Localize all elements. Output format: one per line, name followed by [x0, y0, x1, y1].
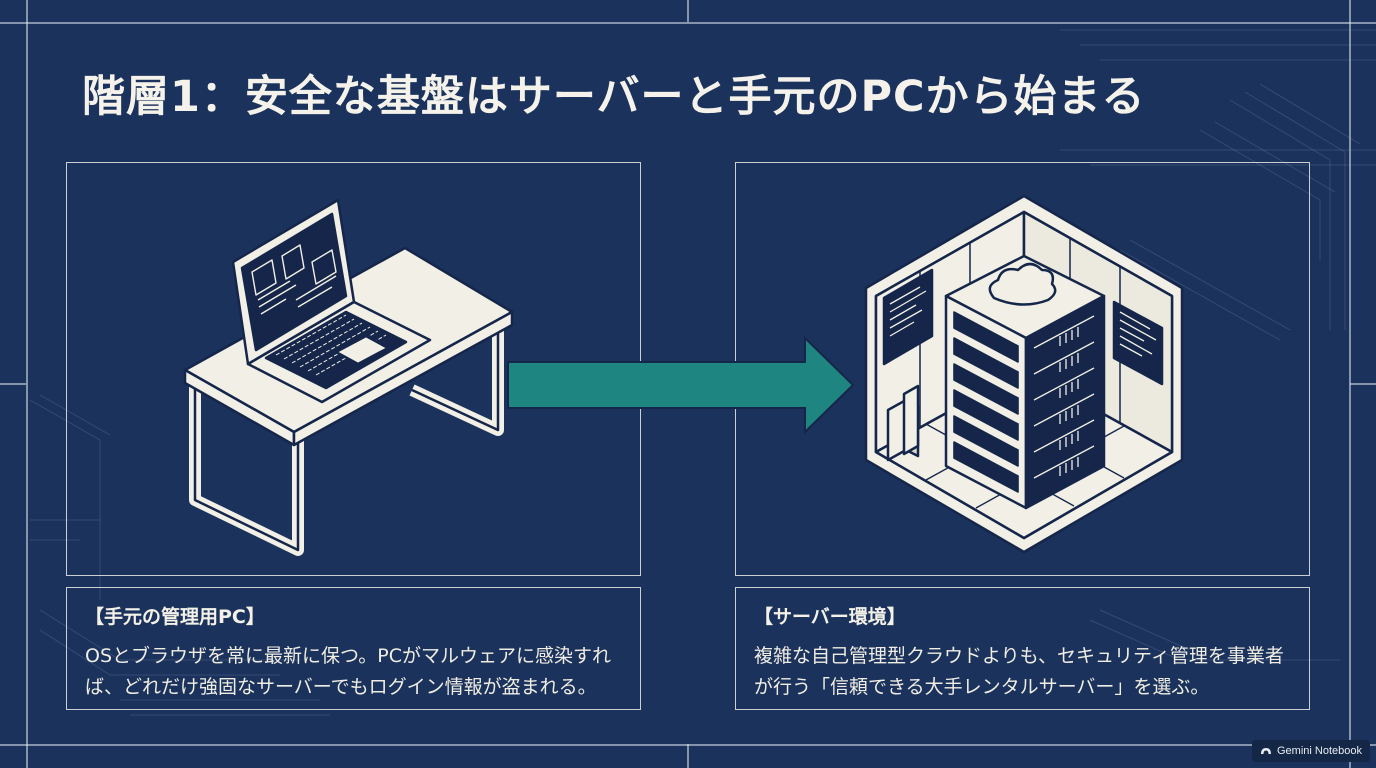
left-caption-body: OSとブラウザを常に最新に保つ。PCがマルウェアに感染すれば、どれだけ強固なサー… [85, 645, 611, 698]
frame-line-right [1349, 0, 1351, 768]
frame-line-mid-left [0, 383, 26, 385]
gemini-notebook-badge: Gemini Notebook [1252, 740, 1370, 762]
left-caption-box: 【手元の管理用PC】 OSとブラウザを常に最新に保つ。PCがマルウェアに感染すれ… [66, 587, 641, 710]
frame-line-left [26, 0, 28, 768]
server-room-illustration [864, 194, 1184, 554]
badge-label: Gemini Notebook [1277, 745, 1362, 757]
right-caption-heading: 【サーバー環境】 [754, 606, 906, 628]
notebook-logo-icon [1261, 748, 1271, 754]
frame-line-mid-right [1350, 383, 1376, 385]
left-caption-heading: 【手元の管理用PC】 [85, 606, 265, 628]
laptop-icon [231, 198, 432, 404]
frame-line-top [0, 22, 1376, 24]
arrow-icon [507, 335, 855, 435]
right-caption-box: 【サーバー環境】 複雑な自己管理型クラウドよりも、セキュリティ管理を事業者が行う… [735, 587, 1310, 710]
frame-line-center [687, 0, 689, 22]
right-caption-body: 複雑な自己管理型クラウドよりも、セキュリティ管理を事業者が行う「信頼できる大手レ… [754, 645, 1284, 698]
slide-title: 階層1：安全な基盤はサーバーと手元のPCから始まる [82, 72, 1146, 122]
frame-line-center-bottom [687, 744, 689, 768]
